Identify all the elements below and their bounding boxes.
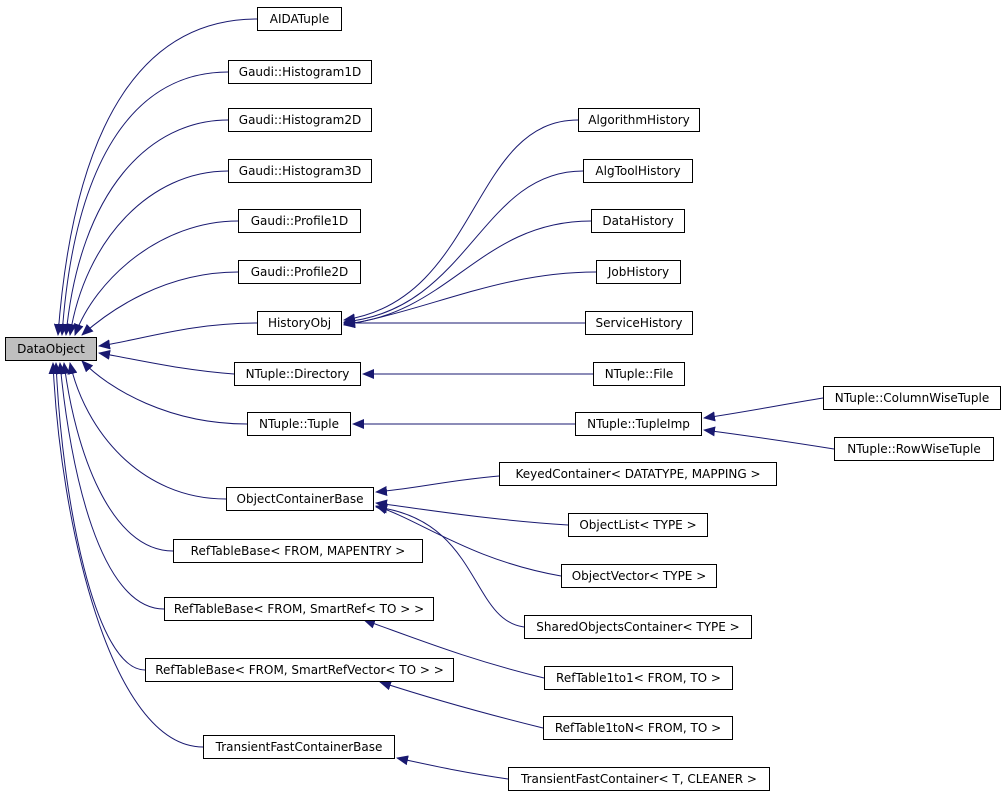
node-algtool-history[interactable]: AlgToolHistory (583, 159, 693, 183)
edge-aida-tuple (53, 18, 258, 336)
node-profile2d[interactable]: Gaudi::Profile2D (238, 260, 361, 284)
edge-object-list (375, 499, 569, 526)
node-object-container-base[interactable]: ObjectContainerBase (226, 487, 374, 511)
edge-object-vector (375, 504, 562, 577)
node-ntuple-rowwise-tuple[interactable]: NTuple::RowWiseTuple (834, 437, 994, 461)
edge-ref-table-base-smartref (56, 362, 165, 610)
edge-transient-fast-container-base (48, 362, 204, 748)
edge-profile1d (74, 220, 239, 336)
edge-profile2d (81, 271, 239, 336)
node-ref-table-1ton[interactable]: RefTable1toN< FROM, TO > (543, 716, 733, 740)
node-job-history[interactable]: JobHistory (596, 260, 681, 284)
edge-ref-table-base-mapentry (60, 362, 174, 552)
edge-histogram3d (66, 170, 229, 336)
node-ntuple-file[interactable]: NTuple::File (593, 362, 685, 386)
node-ntuple-tuple-imp[interactable]: NTuple::TupleImp (575, 412, 702, 436)
node-data-history[interactable]: DataHistory (591, 209, 685, 233)
edge-shared-objects-container (375, 503, 525, 628)
node-transient-fast-container[interactable]: TransientFastContainer< T, CLEANER > (508, 767, 770, 791)
node-algorithm-history[interactable]: AlgorithmHistory (578, 108, 700, 132)
node-shared-objects-container[interactable]: SharedObjectsContainer< TYPE > (524, 615, 752, 639)
node-object-list[interactable]: ObjectList< TYPE > (568, 513, 708, 537)
node-ref-table-base-mapentry[interactable]: RefTableBase< FROM, MAPENTRY > (173, 539, 423, 563)
edge-data-history (343, 220, 592, 329)
node-histogram2d[interactable]: Gaudi::Histogram2D (228, 108, 372, 132)
edge-ref-table-1ton (379, 680, 544, 729)
edge-ntuple-tuple (81, 360, 248, 425)
node-histogram1d[interactable]: Gaudi::Histogram1D (228, 60, 372, 84)
edge-object-container-base (67, 362, 227, 500)
edge-history-obj (98, 322, 258, 350)
node-ref-table-1to1[interactable]: RefTable1to1< FROM, TO > (544, 666, 733, 690)
node-ntuple-directory[interactable]: NTuple::Directory (234, 362, 361, 386)
node-ref-table-base-smartrefvector[interactable]: RefTableBase< FROM, SmartRefVector< TO >… (145, 658, 454, 682)
edge-job-history (343, 271, 597, 329)
edge-ntuple-rowwise-tuple (703, 426, 835, 450)
node-data-object[interactable]: DataObject (5, 337, 97, 361)
node-histogram3d[interactable]: Gaudi::Histogram3D (228, 159, 372, 183)
edge-algtool-history (343, 170, 584, 326)
node-ntuple-columnwise-tuple[interactable]: NTuple::ColumnWiseTuple (823, 386, 1001, 410)
node-service-history[interactable]: ServiceHistory (585, 311, 693, 335)
node-profile1d[interactable]: Gaudi::Profile1D (238, 209, 361, 233)
edge-transient-fast-container (396, 755, 509, 780)
node-keyed-container[interactable]: KeyedContainer< DATATYPE, MAPPING > (499, 462, 777, 486)
node-aida-tuple[interactable]: AIDATuple (257, 7, 342, 31)
edge-ref-table-1to1 (363, 618, 545, 679)
node-ntuple-tuple[interactable]: NTuple::Tuple (247, 412, 351, 436)
edge-ntuple-directory (98, 349, 235, 375)
node-history-obj[interactable]: HistoryObj (257, 311, 342, 335)
edge-ref-table-base-smartrefvector (51, 362, 146, 671)
node-transient-fast-container-base[interactable]: TransientFastContainerBase (203, 735, 395, 759)
edge-ntuple-columnwise-tuple (703, 397, 824, 422)
edge-histogram2d (62, 119, 229, 336)
node-object-vector[interactable]: ObjectVector< TYPE > (561, 564, 717, 588)
node-ref-table-base-smartref[interactable]: RefTableBase< FROM, SmartRef< TO > > (164, 597, 434, 621)
edge-histogram1d (57, 71, 229, 336)
edge-algorithm-history (343, 119, 579, 324)
edge-keyed-container (375, 475, 500, 496)
